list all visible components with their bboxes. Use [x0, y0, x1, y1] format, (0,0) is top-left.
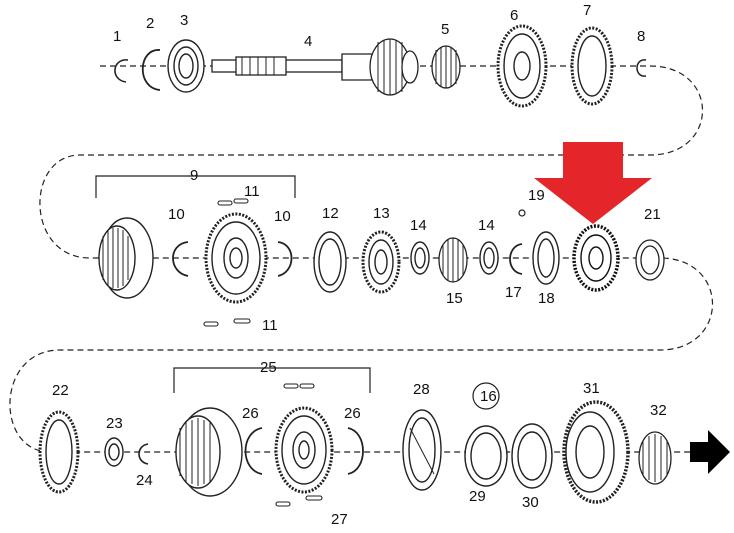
part-1-snap-ring: [114, 59, 129, 83]
label-27: 27: [331, 511, 348, 528]
label-26-right: 26: [344, 405, 361, 422]
group-9-bracket: [95, 175, 296, 198]
part-17-snap-ring: [509, 243, 523, 275]
part-27-gear: [274, 406, 334, 494]
part-11-gear: [204, 212, 268, 304]
label-9: 9: [190, 167, 198, 184]
part-14-washer-left: [410, 241, 430, 275]
label-18: 18: [538, 290, 555, 307]
label-3: 3: [180, 12, 188, 29]
label-6: 6: [510, 7, 518, 24]
label-24: 24: [136, 472, 153, 489]
part-3-bearing: [167, 39, 205, 93]
part-23-washer: [104, 437, 124, 467]
label-4: 4: [304, 33, 312, 50]
part-2-snap-ring: [141, 49, 161, 91]
label-1: 1: [113, 28, 121, 45]
label-10-right: 10: [274, 208, 291, 225]
label-16: 16: [480, 388, 497, 405]
part-8-snap-ring: [636, 59, 647, 77]
part-21-bearing: [635, 239, 665, 281]
part-15-needle-bearing: [438, 237, 468, 283]
label-10-left: 10: [168, 206, 185, 223]
part-4-input-shaft: [211, 38, 419, 96]
label-11-bottom: 11: [262, 317, 278, 334]
part-9-clutch-hub: [98, 217, 154, 299]
label-23: 23: [106, 415, 123, 432]
part-29-ring: [464, 425, 508, 487]
label-11-top: 11: [244, 183, 260, 200]
label-26-left: 26: [242, 405, 259, 422]
part-27-keys-bottom: [275, 495, 323, 507]
label-7: 7: [583, 2, 591, 19]
group-25-bracket: [173, 367, 371, 393]
label-12: 12: [322, 205, 339, 222]
label-29: 29: [469, 488, 486, 505]
part-18-ring: [532, 231, 560, 285]
part-labels: 1 2 3 4 5 6 7 8 9 10 11 10 11 12 13 14 1…: [52, 2, 667, 528]
part-26-snap-ring-right: [347, 427, 364, 475]
part-28-ring: [402, 409, 442, 491]
part-24-snap-ring: [138, 443, 149, 465]
part-5-needle-bearing: [431, 45, 461, 89]
part-22-ring: [38, 410, 80, 494]
label-5: 5: [441, 21, 449, 38]
part-10-snap-ring-left: [172, 241, 189, 277]
label-30: 30: [522, 494, 539, 511]
part-30-ring: [511, 423, 553, 489]
part-11-keys-bottom: [203, 318, 251, 327]
part-20-highlighted-gear: [572, 224, 620, 292]
part-27-keys-top: [283, 383, 315, 389]
label-13: 13: [373, 205, 390, 222]
label-25: 25: [260, 359, 277, 376]
part-25-clutch-hub: [175, 407, 243, 497]
down-arrow-icon: [534, 142, 652, 224]
label-16-circle: [472, 382, 500, 410]
label-2: 2: [146, 15, 154, 32]
label-8: 8: [637, 28, 645, 45]
part-32-needle-bearing: [638, 431, 672, 485]
label-14-left: 14: [410, 217, 427, 234]
part-7-ring: [570, 26, 614, 106]
label-22: 22: [52, 382, 69, 399]
part-6-gear: [496, 24, 548, 108]
label-17: 17: [505, 284, 522, 301]
label-21: 21: [644, 206, 661, 223]
part-14-washer-right: [479, 241, 499, 275]
part-13-gear: [361, 230, 401, 294]
part-12-ring: [313, 231, 347, 293]
part-19-ball: [518, 209, 526, 217]
label-15: 15: [446, 290, 463, 307]
label-19: 19: [528, 187, 545, 204]
part-11-keys-top: [217, 198, 249, 206]
label-14-right: 14: [478, 217, 495, 234]
part-26-snap-ring-left: [244, 427, 263, 475]
label-32: 32: [650, 402, 667, 419]
part-10-snap-ring-right: [277, 241, 293, 277]
label-31: 31: [583, 380, 600, 397]
part-31-gear: [562, 400, 630, 504]
right-arrow-icon: [690, 430, 730, 474]
label-28: 28: [413, 381, 430, 398]
